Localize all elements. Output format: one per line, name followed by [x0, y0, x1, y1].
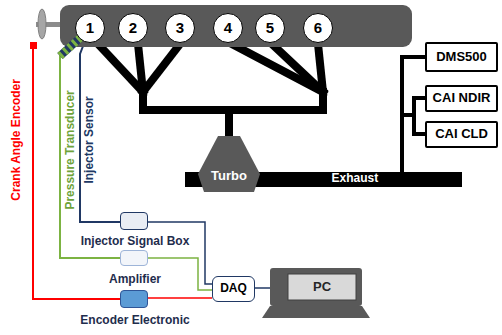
analyzer-box: DMS500: [425, 42, 498, 72]
wire-line: [80, 42, 120, 222]
node-text: 5: [266, 19, 274, 36]
box-caption: Encoder Electronic: [80, 314, 189, 328]
wire-line: [255, 287, 270, 289]
cylinder-sensor: [60, 38, 80, 56]
amplifier-box: Amplifier: [120, 250, 148, 266]
node-text: PC: [313, 280, 331, 295]
pc-display: [288, 274, 356, 300]
sampling-lines: [402, 57, 425, 174]
signal-wire: [148, 298, 212, 299]
exhaust-manifold: [98, 44, 323, 140]
cylinder-circle: 3: [165, 13, 195, 43]
analyzer-box: CAI CLD: [425, 121, 498, 148]
pc-screen: PC: [270, 268, 362, 306]
node-text: DAQ: [220, 282, 247, 296]
daq-box: DAQ: [212, 276, 255, 302]
laptop-base: [262, 306, 370, 318]
wire-label: Crank Angle Encoder: [10, 79, 24, 201]
cylinder-circle: 1: [75, 13, 105, 43]
pipe-label: Exhaust: [332, 172, 379, 186]
engine-block: [60, 5, 412, 47]
wire-label: Injector Sensor: [82, 96, 96, 183]
turbo-outline: [198, 136, 260, 192]
signal-wire: [60, 38, 120, 258]
box-caption: Injector Signal Box: [81, 235, 190, 249]
encoder-wire: [33, 49, 120, 299]
analyzer-box: CAI NDIR: [425, 85, 498, 112]
node-text: CAI CLD: [435, 127, 488, 142]
signal-wire: [255, 288, 270, 289]
node-text: 2: [129, 19, 137, 36]
node-text: Turbo: [211, 169, 247, 184]
encoder-electronic-box: Encoder Electronic: [120, 290, 148, 308]
node-text: 1: [86, 19, 94, 36]
encoder-pickup: [30, 42, 37, 49]
node-text: 4: [224, 19, 232, 36]
wire-line: [148, 297, 212, 299]
encoder-disc: [38, 9, 46, 39]
cylinder-circle: 2: [118, 13, 148, 43]
wire-line: [60, 38, 120, 258]
wire-label: Pressure Transducer: [63, 90, 77, 209]
box-caption: Amplifier: [109, 273, 161, 287]
node-text: 3: [176, 19, 184, 36]
signal-box: Injector Signal Box: [120, 212, 148, 230]
node-text: CAI NDIR: [433, 91, 491, 106]
cylinder-circle: 6: [303, 13, 333, 43]
turbo-shape: Turbo: [198, 136, 260, 192]
cylinder-circle: 5: [255, 13, 285, 43]
turbo-body: [198, 136, 260, 192]
cylinder-circle: 4: [213, 13, 243, 43]
signal-wire: [80, 42, 120, 222]
cylinder-sensor-stripes: [60, 38, 80, 56]
node-text: DMS500: [436, 50, 487, 65]
node-text: 6: [314, 19, 322, 36]
